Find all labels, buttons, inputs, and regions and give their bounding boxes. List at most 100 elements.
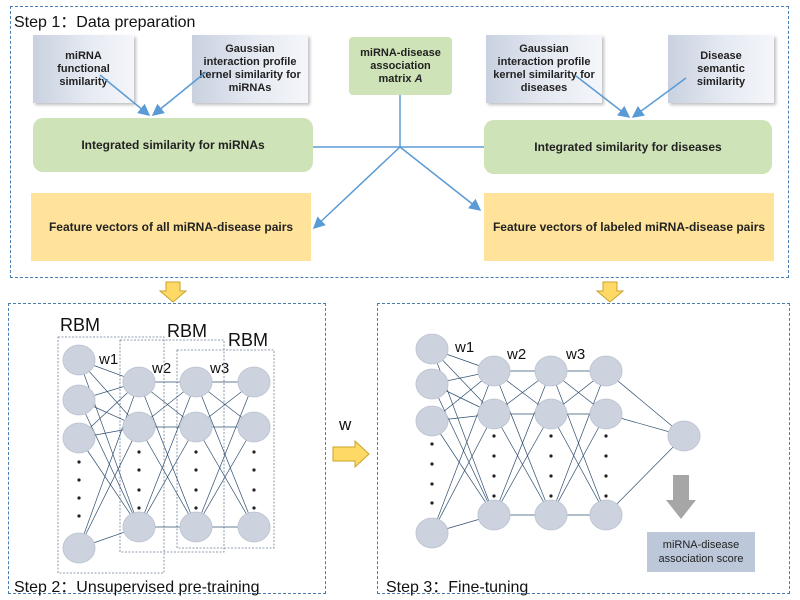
step3-node: [534, 355, 568, 387]
step1-panel: [10, 6, 789, 278]
step2-ellipsis-dot: [77, 514, 81, 518]
mirna-functional-similarity-box: miRNA functional similarity: [33, 35, 134, 103]
finetune-weight-w3: w3: [566, 346, 586, 363]
step3-ellipsis-dot: [549, 494, 553, 498]
step3-edge: [431, 413, 495, 534]
integrated-mirna-similarity-box: Integrated similarity for miRNAs: [33, 118, 313, 172]
step1-title: Step 1：Data preparation: [14, 14, 196, 31]
step2-ellipsis-dot: [77, 478, 81, 482]
step2-node: [62, 532, 96, 564]
step2-node: [62, 422, 96, 454]
step2-ellipsis-dot: [194, 450, 198, 454]
step3-node: [477, 355, 511, 387]
step3-ellipsis-dot: [604, 454, 608, 458]
step2-edge: [78, 426, 140, 549]
step3-node: [589, 398, 623, 430]
integrated-disease-similarity-box: Integrated similarity for diseases: [484, 120, 772, 174]
step3-ellipsis-dot: [604, 434, 608, 438]
step3-node: [477, 398, 511, 430]
step3-ellipsis-dot: [604, 474, 608, 478]
arrow-to-features-all: [312, 146, 401, 230]
step3-node: [415, 333, 449, 365]
step3-node: [415, 517, 449, 549]
step2-ellipsis-dot: [252, 450, 256, 454]
step3-edge: [431, 370, 495, 534]
step3-panel: [377, 303, 790, 594]
step3-ellipsis-dot: [430, 442, 434, 446]
step2-edge: [138, 426, 197, 528]
feature-vectors-all-box: Feature vectors of all miRNA-disease pai…: [31, 193, 311, 261]
step2-node: [62, 344, 96, 376]
step2-ellipsis-dot: [137, 468, 141, 472]
step3-ellipsis-dot: [430, 501, 434, 505]
step2-edge: [195, 381, 255, 528]
weight-label-w1: w1: [99, 351, 119, 368]
gaussian-disease-similarity-box: Gaussian interaction profile kernel simi…: [486, 35, 602, 103]
step3-ellipsis-dot: [604, 494, 608, 498]
step3-node: [415, 368, 449, 400]
arrow-to-features-labeled: [399, 146, 482, 211]
step3-node: [589, 499, 623, 531]
step3-edge: [431, 383, 495, 516]
rbm-label-3: RBM: [228, 330, 268, 350]
step2-node: [179, 511, 213, 543]
step3-node: [534, 499, 568, 531]
step3-node: [534, 398, 568, 430]
step2-node: [237, 511, 271, 543]
rbm-label-2: RBM: [167, 321, 207, 341]
step3-edge: [493, 413, 552, 516]
step3-node: [667, 420, 701, 452]
step2-ellipsis-dot: [194, 506, 198, 510]
disease-semantic-similarity-box: Disease semantic similarity: [668, 35, 774, 103]
step3-edge: [605, 370, 685, 437]
step3-edge: [550, 413, 607, 516]
step2-title: Step 2：Unsupervised pre-training: [14, 579, 260, 596]
step2-edge: [195, 426, 255, 528]
step2-ellipsis-dot: [252, 468, 256, 472]
rbm-box-2: [119, 339, 225, 553]
step2-node: [179, 366, 213, 398]
rbm-box-1: [57, 336, 165, 574]
step3-edge: [605, 435, 685, 516]
step3-ellipsis-dot: [492, 494, 496, 498]
step3-edge: [493, 370, 552, 516]
matrix-label: miRNA-disease association: [360, 46, 441, 72]
step3-ellipsis-dot: [549, 434, 553, 438]
step2-edge: [78, 437, 140, 528]
step3-ellipsis-dot: [492, 474, 496, 478]
step2-node: [237, 411, 271, 443]
step2-panel: [8, 303, 326, 594]
gaussian-mirna-similarity-box: Gaussian interaction profile kernel simi…: [192, 35, 308, 103]
step2-ellipsis-dot: [252, 488, 256, 492]
matrix-label-line2: matrix A: [378, 72, 423, 85]
transfer-weight-label: w: [339, 415, 352, 434]
down-arrow-step3: [595, 281, 625, 303]
matrix-symbol: A: [414, 72, 423, 85]
step2-edge: [78, 381, 140, 549]
step2-ellipsis-dot: [252, 506, 256, 510]
transfer-arrow-icon: [332, 439, 370, 469]
step3-ellipsis-dot: [430, 482, 434, 486]
step2-ellipsis-dot: [137, 450, 141, 454]
step2-node: [122, 366, 156, 398]
step3-edge: [550, 370, 607, 516]
feature-vectors-labeled-box: Feature vectors of labeled miRNA-disease…: [484, 193, 774, 261]
down-arrow-to-score: [666, 475, 696, 519]
arrow-gaussian-d-to-integrated: [575, 75, 631, 118]
step3-node: [415, 405, 449, 437]
step2-node: [122, 511, 156, 543]
step2-ellipsis-dot: [194, 468, 198, 472]
step3-node: [589, 355, 623, 387]
step3-ellipsis-dot: [430, 462, 434, 466]
step2-ellipsis-dot: [77, 496, 81, 500]
step3-ellipsis-dot: [549, 474, 553, 478]
step2-ellipsis-dot: [137, 488, 141, 492]
arrow-semantic-to-integrated: [631, 77, 687, 118]
finetune-weight-w1: w1: [455, 339, 475, 356]
step2-node: [237, 366, 271, 398]
